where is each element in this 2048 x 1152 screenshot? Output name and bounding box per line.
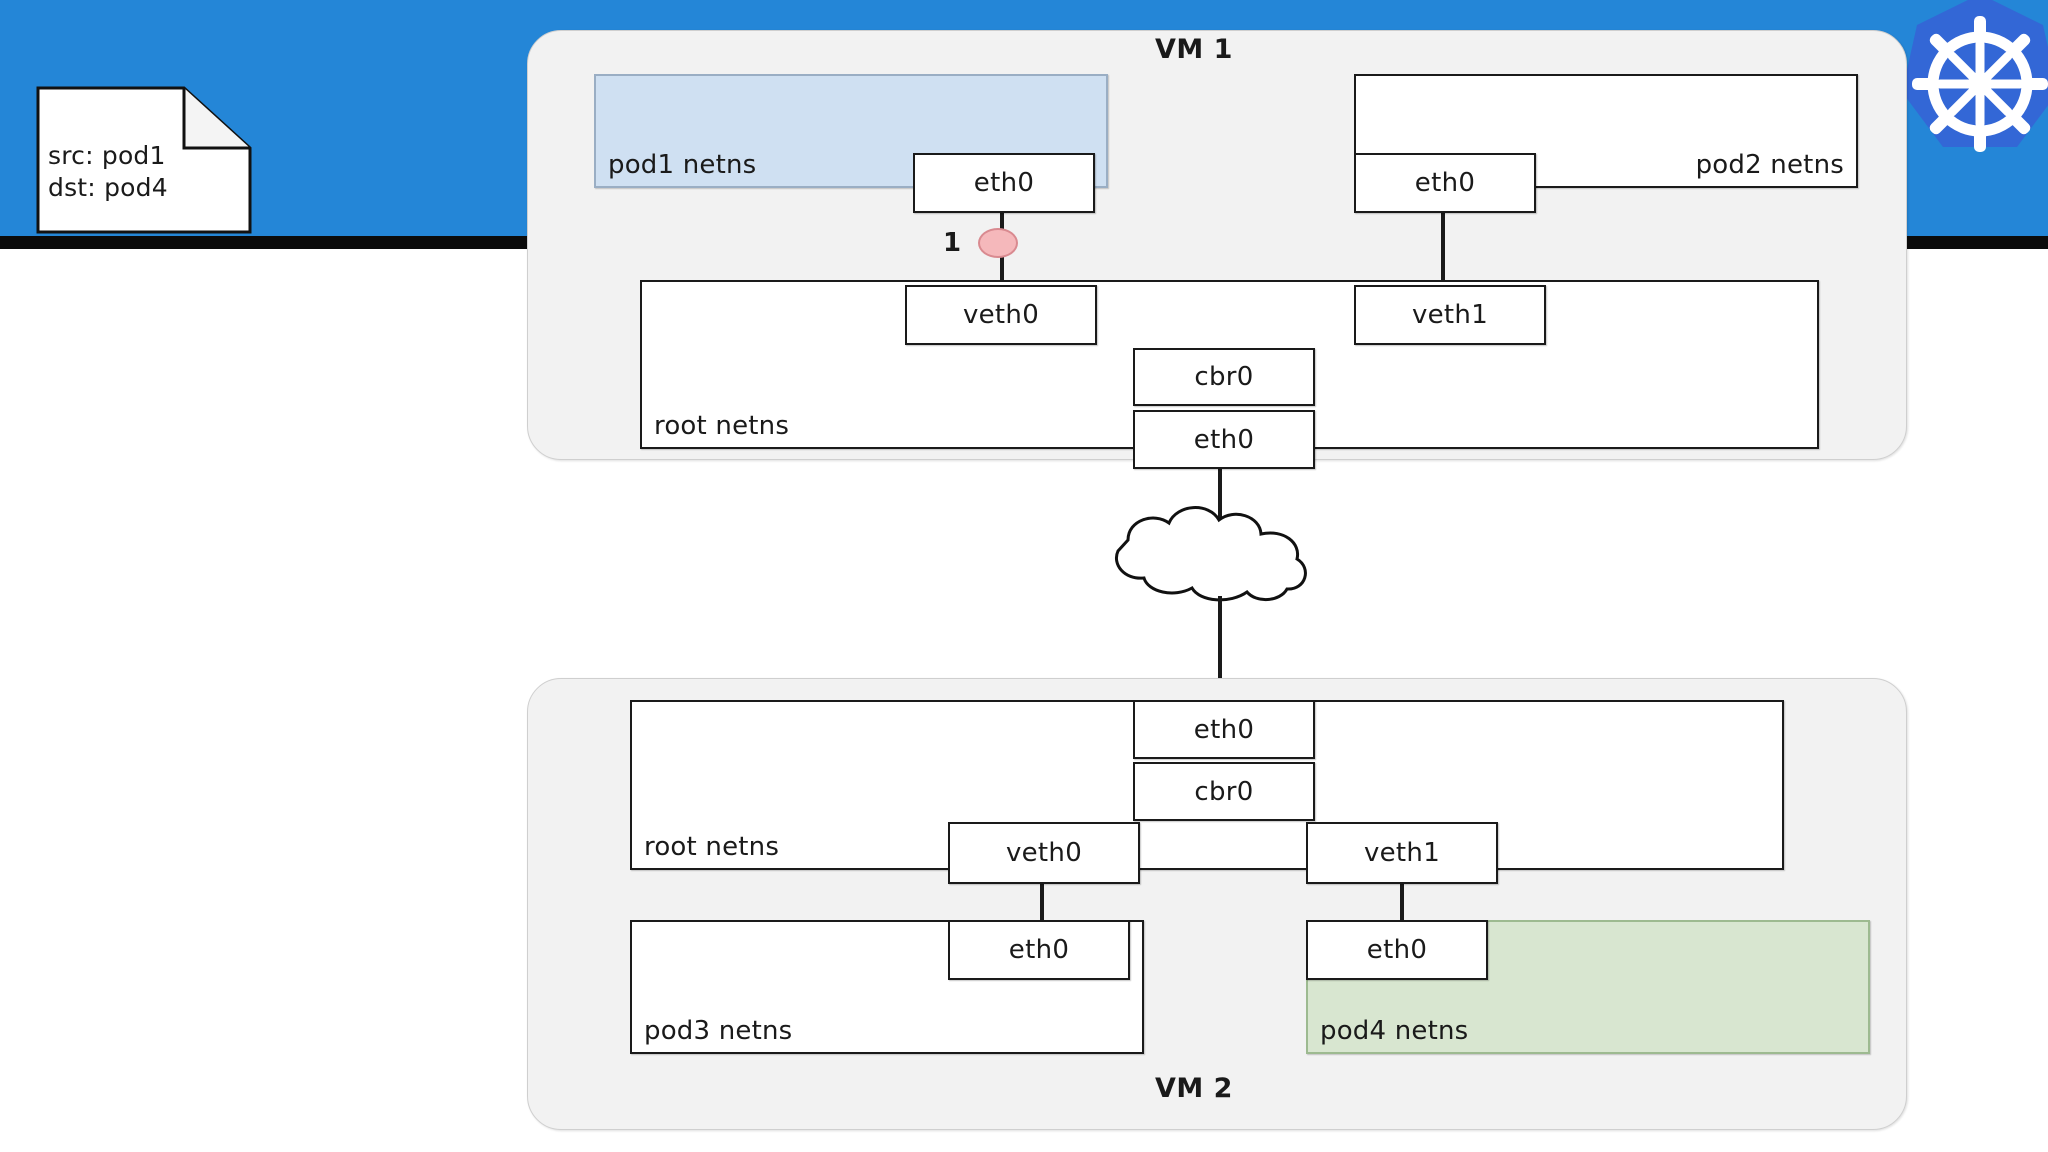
pod3-netns-label: pod3 netns [644,1016,793,1046]
vm1-root-netns-label: root netns [654,411,790,441]
wire-veth1-pod4eth0 [1400,876,1404,924]
vm2-cbr0-box: cbr0 [1133,762,1315,821]
vm2-veth1-box: veth1 [1306,822,1498,884]
packet-note-card: src: pod1 dst: pod4 [36,86,252,234]
vm1-cbr0-box: cbr0 [1133,348,1315,406]
wire-vm1eth0-cloud [1218,462,1222,572]
cloud-shape [1115,506,1307,602]
network-cloud-icon [1068,496,1358,606]
kubernetes-helm-icon [1912,16,2048,152]
packet-note-text: src: pod1 dst: pod4 [48,141,168,202]
vm1-title: VM 1 [1155,34,1233,65]
vm2-veth0-box: veth0 [948,822,1140,884]
vm2-root-eth0-box: eth0 [1133,700,1315,759]
note-folded-corner [182,88,250,150]
pod1-netns-label: pod1 netns [608,150,757,180]
vm2-title: VM 2 [1155,1073,1233,1104]
kubernetes-logo [1900,0,2048,182]
step-1-label: 1 [943,228,962,258]
vm1-root-eth0-box: eth0 [1133,410,1315,469]
vm1-pod2-eth0-box: eth0 [1354,153,1536,213]
wire-cloud-vm2eth0 [1218,596,1222,704]
vm2-pod3-eth0-box: eth0 [948,920,1130,980]
vm1-veth0-box: veth0 [905,285,1097,345]
pod4-netns-label: pod4 netns [1320,1016,1469,1046]
vm2-pod4-eth0-box: eth0 [1306,920,1488,980]
vm2-root-netns-label: root netns [644,832,780,862]
pod2-netns-label: pod2 netns [1695,150,1844,180]
vm1-veth1-box: veth1 [1354,285,1546,345]
step-1-marker-dot [978,228,1018,258]
vm1-pod1-eth0-box: eth0 [913,153,1095,213]
wire-veth0-pod3eth0 [1040,876,1044,924]
wire-pod2eth0-veth1 [1441,205,1445,290]
